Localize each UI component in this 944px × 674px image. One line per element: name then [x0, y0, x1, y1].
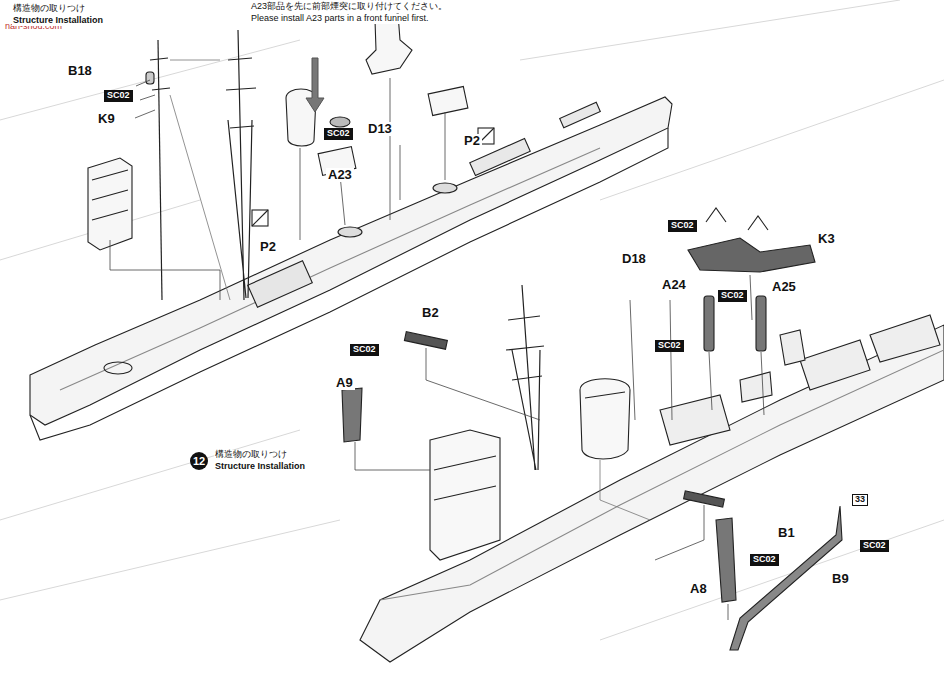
part-number: A9	[334, 376, 355, 390]
callout-number: 33	[852, 494, 868, 506]
part-number: A8	[688, 582, 709, 596]
upper-leaders	[110, 78, 445, 300]
step-number: 12	[190, 452, 208, 470]
paint-code: SC02	[668, 220, 697, 232]
part-number: A23	[326, 168, 354, 182]
part-number: P2	[258, 240, 278, 254]
part-number: K9	[96, 112, 117, 126]
part-number: P2	[462, 134, 482, 148]
paint-code: SC02	[104, 90, 133, 102]
part-number: K3	[816, 232, 837, 246]
upper-hull	[30, 97, 672, 440]
part-number: A24	[660, 278, 688, 292]
part-number: B9	[830, 572, 851, 586]
ghost-print	[0, 0, 944, 640]
paint-code: SC02	[655, 340, 684, 352]
install-arrow	[306, 58, 324, 112]
step-heading: Structure Installation	[214, 462, 306, 472]
lower-mast	[506, 285, 544, 470]
paint-code: SC02	[860, 540, 889, 552]
step-heading: 構造物の取りつけ	[214, 450, 288, 460]
part-number: D18	[620, 252, 648, 266]
part-number: B2	[420, 306, 441, 320]
part-number: B1	[776, 526, 797, 540]
part-number: B18	[66, 64, 94, 78]
step-heading: 構造物の取りつけ	[12, 4, 86, 14]
note-text: A23部品を先に前部煙突に取り付けてください。	[250, 2, 448, 12]
paint-code: SC02	[324, 128, 353, 140]
note-text: Please install A23 parts in a front funn…	[250, 14, 430, 24]
upper-masts	[150, 30, 256, 300]
upper-parts	[88, 14, 494, 250]
paint-code: SC02	[350, 344, 379, 356]
paint-code: SC02	[750, 554, 779, 566]
lower-hull	[360, 315, 944, 662]
part-number: A25	[770, 280, 798, 294]
lower-parts	[342, 208, 842, 650]
step-heading: Structure Installation	[12, 16, 104, 26]
part-number: D13	[366, 122, 394, 136]
paint-code: SC02	[718, 290, 747, 302]
lower-leaders	[355, 275, 764, 620]
